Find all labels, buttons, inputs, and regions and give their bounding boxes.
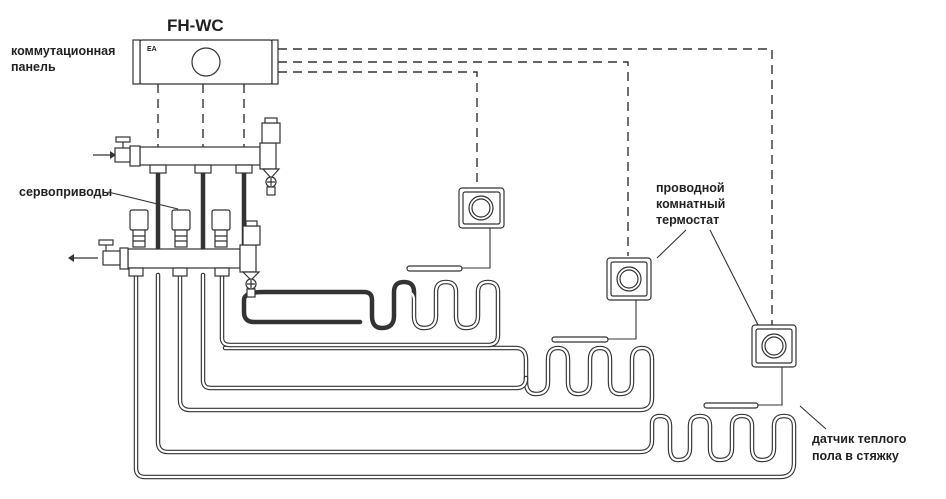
thermostat-leader-b xyxy=(709,229,759,326)
floor-sensor-label-line2: пола в стяжку xyxy=(812,449,899,463)
floor-sensor-3 xyxy=(703,402,759,409)
actuators xyxy=(129,209,231,248)
panel-label-line2: панель xyxy=(11,60,56,74)
floor-sensor-leader xyxy=(799,405,827,430)
wire-thermostat-3 xyxy=(278,48,773,325)
actuators-leader xyxy=(107,191,179,210)
wire-thermostat-2 xyxy=(278,61,629,256)
thermostat-wires xyxy=(278,48,773,325)
thermostat-label-line2: комнатный xyxy=(656,197,725,211)
panel-model-title: FH-WC xyxy=(167,16,224,35)
return-manifold-bar xyxy=(127,248,241,269)
heating-loop-zone-3a xyxy=(133,272,797,480)
supply-manifold xyxy=(93,117,281,196)
supply-manifold-bar xyxy=(139,146,261,166)
actuator-3 xyxy=(211,209,231,248)
thermostat-leader-a xyxy=(656,229,687,259)
thermostat-1[interactable] xyxy=(458,187,505,229)
supply-port-1 xyxy=(149,164,167,174)
thermostat-label-line1: проводной xyxy=(656,181,725,195)
labels: коммутационная панель сервоприводы прово… xyxy=(11,44,907,463)
air-vent-icon[interactable] xyxy=(242,225,261,246)
panel-left-cap xyxy=(132,39,141,85)
air-vent-icon[interactable] xyxy=(261,122,281,144)
supply-manifold-inlet-cap xyxy=(129,145,141,167)
panel-label-line1: коммутационная xyxy=(11,44,115,58)
return-valve-body xyxy=(102,250,121,266)
supply-port-2 xyxy=(194,164,212,174)
panel-right-cap xyxy=(271,39,279,85)
panel-logo: ЕА xyxy=(147,46,157,53)
floor-sensor-1 xyxy=(406,265,463,272)
supply-port-3 xyxy=(235,164,253,174)
control-panel: ЕА FH-WC xyxy=(132,16,279,85)
actuator-2 xyxy=(171,209,191,248)
heating-loops xyxy=(133,167,797,480)
supply-manifold-end xyxy=(259,142,277,170)
actuator-1 xyxy=(129,209,149,248)
floor-sensors xyxy=(406,228,783,409)
thermostat-label-line3: термостат xyxy=(656,213,719,227)
valve-handle-icon[interactable] xyxy=(98,239,114,246)
wire-thermostat-1 xyxy=(278,71,478,192)
thermostat-3[interactable] xyxy=(751,324,797,368)
floor-sensor-2 xyxy=(551,336,609,343)
return-manifold-end xyxy=(239,244,257,273)
thermostat-2[interactable] xyxy=(606,257,652,301)
return-manifold xyxy=(68,220,261,298)
floor-sensor-label-line1: датчик теплого xyxy=(812,432,907,446)
supply-valve-body xyxy=(114,147,131,163)
panel-indicator xyxy=(191,47,221,77)
valve-handle-icon[interactable] xyxy=(115,136,131,143)
actuators-label: сервоприводы xyxy=(19,185,112,199)
